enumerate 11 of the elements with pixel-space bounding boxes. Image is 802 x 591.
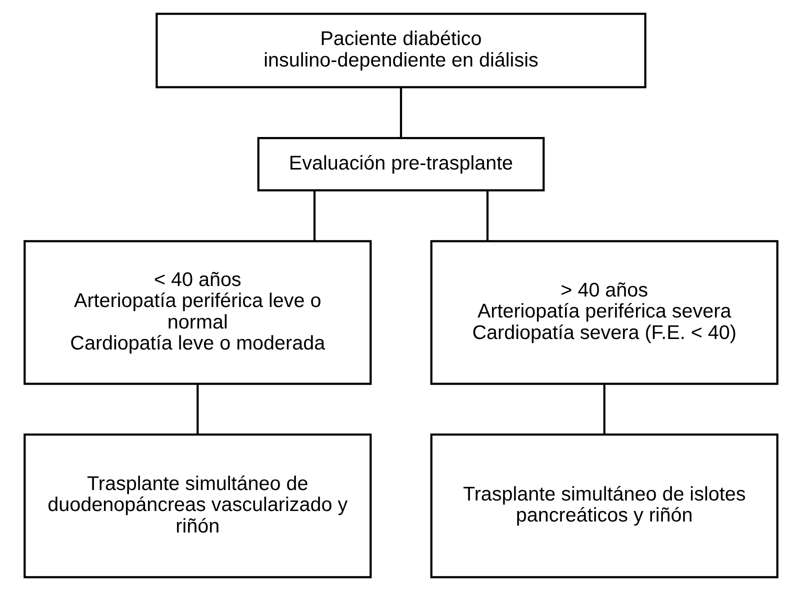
connector [196,384,199,434]
node-box: > 40 años Arteriopatía periférica severa Cardiopatía severa (F.E. < 40) [430,240,778,385]
node-box: Paciente diabético insulino-dependiente en diálisis [156,12,646,88]
node-box: Evaluación pre-trasplante [257,136,545,192]
connector [486,190,489,241]
connector [603,384,606,434]
node-box: Trasplante simultáneo de duodenopáncreas vascularizado y riñón [24,434,372,578]
connector [400,88,402,138]
node-box: Trasplante simultáneo de islotes pancreáticos y riñón [430,434,778,578]
connector [313,190,316,241]
node-box: < 40 años Arteriopatía periférica leve o normal Cardiopatía leve o moderada [24,240,372,385]
